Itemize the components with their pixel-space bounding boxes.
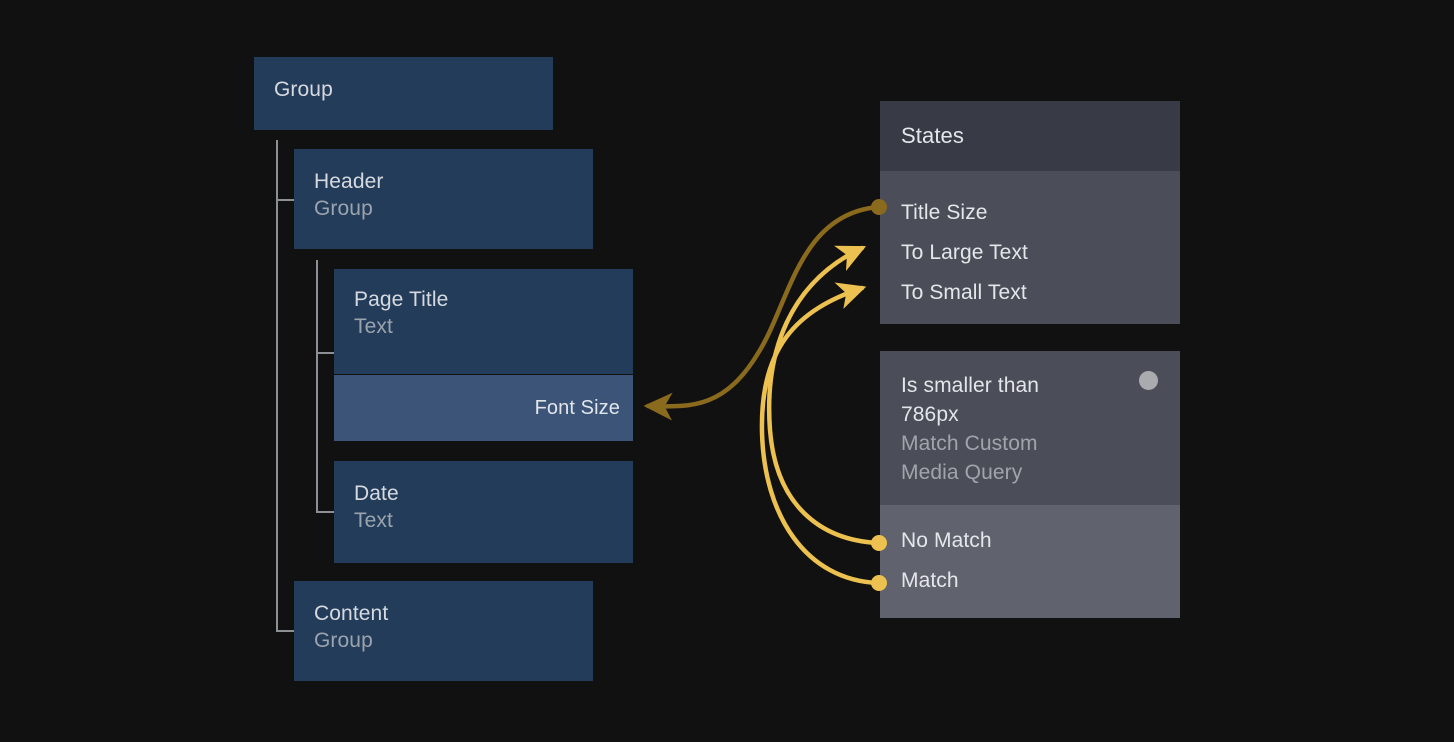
port-row-no-match[interactable]: No Match: [880, 521, 1180, 561]
port-row-title-size[interactable]: Title Size: [880, 193, 1180, 233]
panel-states-body: Title Size To Large Text To Small Text: [880, 171, 1180, 324]
tree-line-root-vertical: [276, 140, 278, 630]
panel-title: States: [901, 123, 964, 148]
media-query-title: Is smaller than 786px: [901, 374, 1040, 426]
port-row-to-small-text[interactable]: To Small Text: [880, 273, 1180, 313]
node-date[interactable]: Date Text: [334, 461, 633, 563]
tree-line-to-header: [276, 199, 294, 201]
port-dot-no-match[interactable]: [871, 535, 887, 551]
node-title: Date: [354, 482, 399, 505]
panel-media-query-body: Is smaller than 786px Match Custom Media…: [880, 351, 1180, 505]
port-dot-match[interactable]: [871, 575, 887, 591]
node-header[interactable]: Header Group: [294, 149, 593, 249]
node-subtitle: Group: [314, 197, 373, 220]
port-label: To Small Text: [901, 281, 1027, 304]
node-subtitle: Text: [354, 509, 393, 532]
panel-states-header: States: [880, 101, 1180, 171]
tree-line-to-page-title: [316, 352, 334, 354]
wire-match-to-small-text: [759, 282, 881, 586]
tree-line-to-content: [276, 630, 294, 632]
collapse-toggle-icon[interactable]: [1139, 371, 1158, 390]
property-row-font-size[interactable]: Font Size: [334, 375, 633, 441]
panel-media-query-outputs: No Match Match: [880, 505, 1180, 618]
node-title: Group: [274, 78, 333, 101]
tree-line-to-date: [316, 511, 334, 513]
node-subtitle: Text: [354, 315, 393, 338]
port-label: To Large Text: [901, 241, 1028, 264]
panel-media-query[interactable]: Is smaller than 786px Match Custom Media…: [880, 351, 1180, 618]
port-dot-title-size[interactable]: [871, 199, 887, 215]
wire-title-size-to-font-size: [643, 204, 881, 421]
port-row-to-large-text[interactable]: To Large Text: [880, 233, 1180, 273]
node-title: Content: [314, 602, 389, 625]
node-title: Page Title: [354, 288, 449, 311]
node-title: Header: [314, 170, 384, 193]
node-content[interactable]: Content Group: [294, 581, 593, 681]
panel-states[interactable]: States Title Size To Large Text To Small…: [880, 101, 1180, 324]
wire-no-match-to-large-text: [767, 245, 881, 546]
property-label: Font Size: [534, 396, 620, 419]
port-label: Title Size: [901, 201, 988, 224]
node-group-root[interactable]: Group: [254, 57, 553, 130]
port-label: No Match: [901, 529, 992, 552]
node-page-title[interactable]: Page Title Text: [334, 269, 633, 374]
node-subtitle: Group: [314, 629, 373, 652]
media-query-subtitle: Match Custom Media Query: [901, 432, 1038, 484]
tree-line-header-vertical: [316, 260, 318, 512]
port-label: Match: [901, 569, 959, 592]
port-row-match[interactable]: Match: [880, 561, 1180, 601]
